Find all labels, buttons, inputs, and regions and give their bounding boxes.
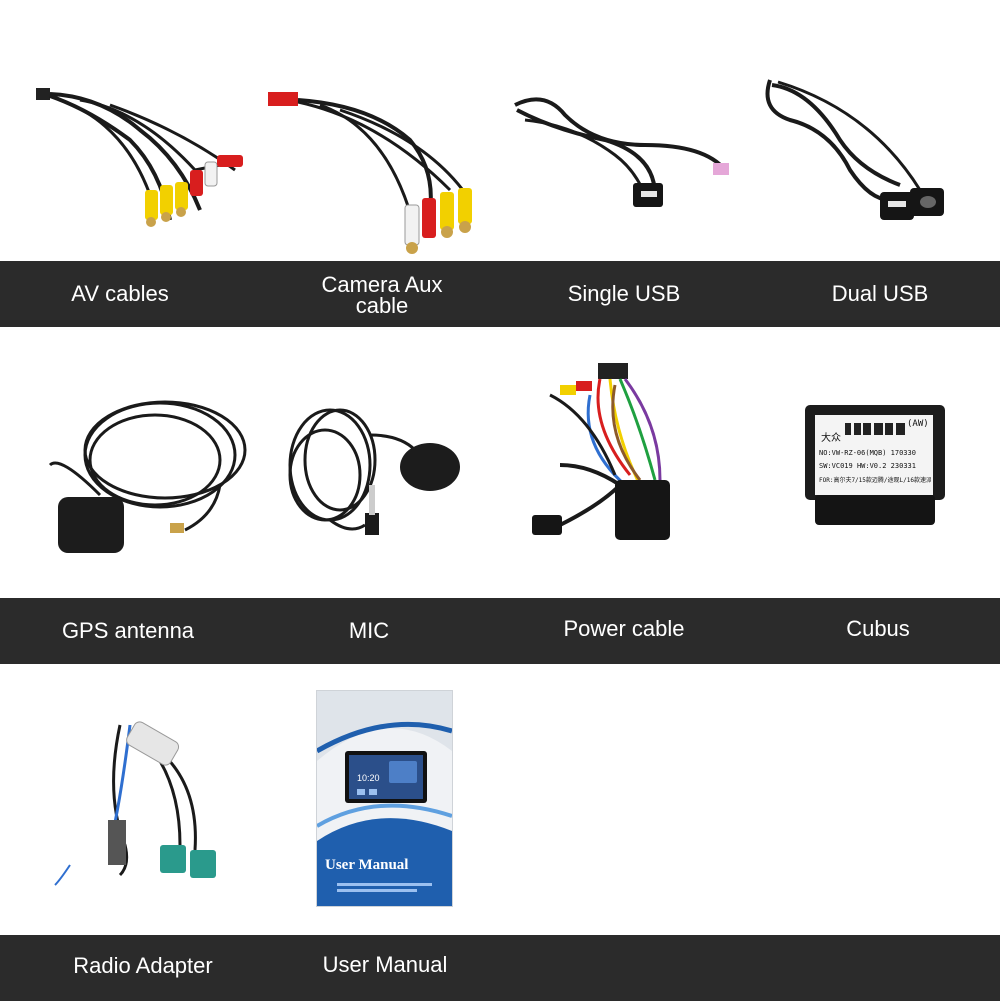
user-manual-image: 10:20 User Manual (316, 690, 453, 907)
label-av-cables: AV cables (71, 281, 169, 306)
power-cable-image (520, 355, 720, 555)
user-manual-cover-icon (317, 691, 452, 906)
cubus-box-icon (805, 405, 945, 525)
label-user-manual: User Manual (322, 952, 448, 977)
label-dual-usb: Dual USB (831, 281, 929, 306)
cubus-tag: (AW) (907, 419, 929, 429)
single-usb-icon (514, 97, 729, 207)
cubus-hw: HW:V0.2 (856, 462, 887, 470)
gps-antenna-icon (48, 400, 247, 553)
label-mic: MIC (348, 618, 390, 643)
cubus-no-code: 170330 (890, 449, 916, 457)
cubus-no: NO:VW-RZ-06(MQB) (819, 449, 887, 457)
dual-usb-image (750, 70, 990, 230)
camera-aux-cable-icon (268, 92, 472, 254)
label-band-row-2 (0, 598, 1000, 664)
single-usb-image (505, 85, 745, 215)
label-camera-aux-line-2: cable (355, 293, 409, 318)
dual-usb-icon (765, 79, 944, 220)
cubus-brand: 大众 (821, 433, 841, 444)
label-cubus: Cubus (846, 616, 910, 641)
label-power-cable: Power cable (563, 616, 685, 641)
cubus-line-sw: SW:VC019 HW:V0.2 230331 (819, 462, 916, 470)
cubus-hw-code: 230331 (890, 462, 916, 470)
label-single-usb: Single USB (567, 281, 681, 306)
cubus-sw: SW:VC019 (819, 462, 853, 470)
label-band-row-3 (0, 935, 1000, 1001)
camera-aux-cable-image (260, 80, 500, 255)
radio-adapter-image (50, 715, 220, 895)
cubus-line-no: NO:VW-RZ-06(MQB) 170330 (819, 449, 916, 457)
label-gps-antenna: GPS antenna (61, 618, 195, 643)
cubus-image: 大众 (AW) NO:VW-RZ-06(MQB) 170330 SW:VC019… (805, 405, 945, 530)
label-radio-adapter: Radio Adapter (73, 953, 213, 978)
label-camera-aux-line-1: Camera Aux (321, 272, 443, 297)
mic-image (270, 395, 470, 545)
av-cables-image (20, 70, 250, 250)
label-band-row-1 (0, 261, 1000, 327)
mic-icon (288, 408, 460, 535)
radio-adapter-icon (54, 721, 216, 886)
manual-cover-title: User Manual (325, 857, 409, 873)
av-cables-icon (36, 88, 243, 227)
cubus-line-for: FOR:高尔夫7/15款迈腾/途观L/16款速派 (819, 477, 931, 484)
gps-antenna-image (40, 395, 247, 565)
manual-screen-time: 10:20 (357, 773, 380, 783)
label-camera-aux-cable: Camera Aux cable (321, 272, 443, 318)
power-cable-icon (532, 363, 670, 540)
